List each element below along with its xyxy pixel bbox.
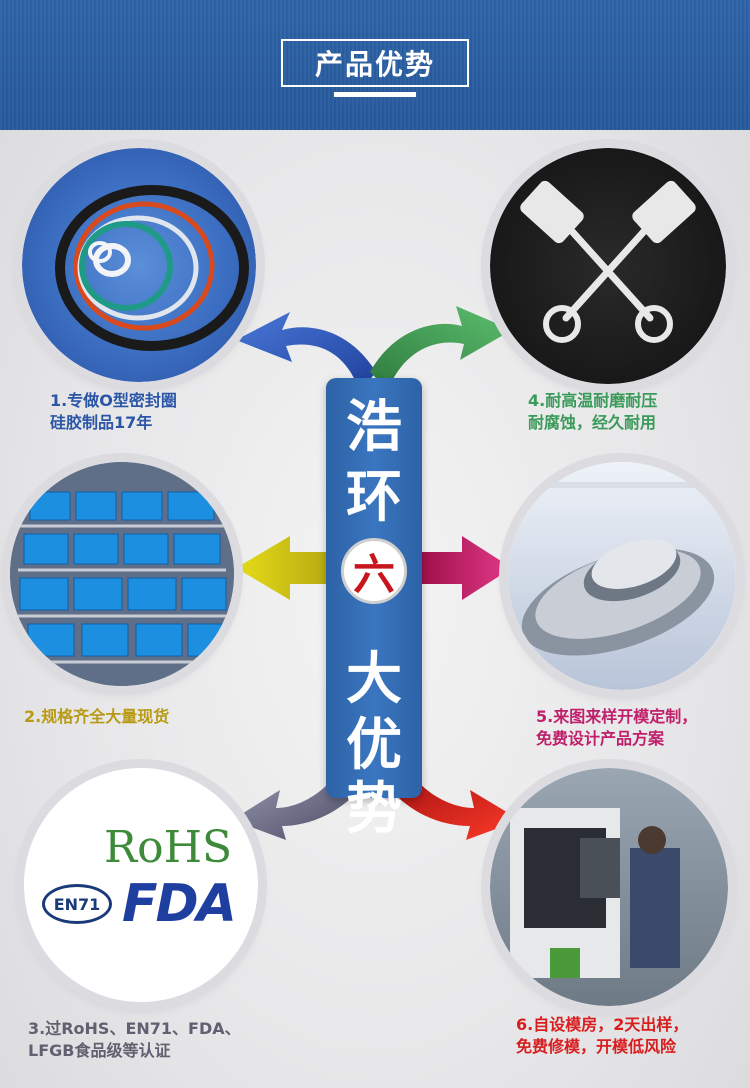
advantage-3-caption: 3.过RoHS、EN71、FDA、 LFGB食品级等认证 <box>28 1018 241 1062</box>
piston-icon <box>520 180 696 343</box>
image-warehouse <box>10 462 234 686</box>
rohs-logo: RoHS <box>104 822 233 873</box>
advantage-2-caption: 2.规格齐全大量现货 <box>24 706 169 728</box>
image-cad-render <box>508 462 736 690</box>
advantage-3-line-1: 3.过RoHS、EN71、FDA、 <box>28 1019 241 1038</box>
center-char-5: 优 <box>346 713 402 778</box>
advantage-2-line-1: 2.规格齐全大量现货 <box>24 707 170 726</box>
advantage-3-line-2: LFGB食品级等认证 <box>28 1041 171 1060</box>
arrow-pink <box>422 536 512 600</box>
arrow-green <box>370 306 512 390</box>
image-o-ring-seals <box>22 148 256 382</box>
advantage-4-line-2: 耐腐蚀，经久耐用 <box>528 413 657 432</box>
image-pistons <box>490 148 726 384</box>
center-char-6: 势 <box>346 777 402 842</box>
advantage-4-caption: 4.耐高温耐磨耐压 耐腐蚀，经久耐用 <box>528 390 657 434</box>
cnc-machine-icon <box>510 808 680 978</box>
advantage-6-caption: 6.自设模房，2天出样， 免费修模，开模低风险 <box>516 1014 688 1058</box>
arrow-yellow <box>236 536 326 600</box>
section-title: 产品优势 <box>281 39 469 87</box>
advantage-1-caption: 1.专做O型密封圈 硅胶制品17年 <box>50 390 177 434</box>
warehouse-shelves-icon <box>10 462 234 686</box>
advantage-4-line-1: 4.耐高温耐磨耐压 <box>528 391 658 410</box>
en71-logo: EN71 <box>42 884 112 924</box>
advantage-5-caption: 5.来图来样开模定制， 免费设计产品方案 <box>536 706 697 750</box>
header-banner: 产品优势 <box>0 0 750 130</box>
advantage-5-line-1: 5.来图来样开模定制， <box>536 707 698 726</box>
image-cnc-machine <box>490 768 728 1006</box>
cad-part-icon <box>508 482 736 656</box>
title-underline <box>334 92 416 97</box>
advantage-1-line-2: 硅胶制品17年 <box>50 413 153 432</box>
center-char-3-badge: 六 <box>341 538 407 604</box>
center-char-1: 浩 <box>346 395 402 460</box>
fda-logo: FDA <box>122 874 237 934</box>
advantage-6-line-2: 免费修模，开模低风险 <box>516 1037 677 1056</box>
center-char-4: 大 <box>346 647 402 712</box>
center-char-2: 环 <box>346 465 402 530</box>
advantage-1-line-1: 1.专做O型密封圈 <box>50 391 177 410</box>
o-ring-icon <box>55 185 249 351</box>
arrow-blue <box>236 312 376 392</box>
advantage-5-line-2: 免费设计产品方案 <box>536 729 665 748</box>
advantage-6-line-1: 6.自设模房，2天出样， <box>516 1015 689 1034</box>
image-certifications: RoHS EN71 FDA <box>24 768 258 1002</box>
